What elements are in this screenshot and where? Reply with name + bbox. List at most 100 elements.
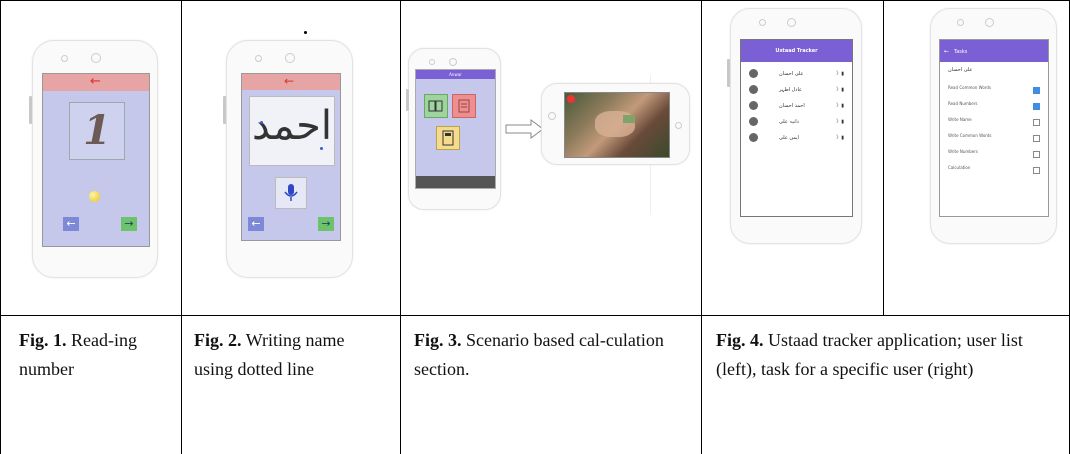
list-item[interactable]: ایمن علی 〉▮ xyxy=(749,133,844,145)
notes-tile[interactable] xyxy=(452,94,476,118)
number-card: 1 xyxy=(69,102,125,160)
user-name: ایمن علی xyxy=(779,135,799,141)
fig3-app-bar: Anwar xyxy=(416,70,495,79)
table-divider-1 xyxy=(181,0,182,454)
fig4-right-app-bar: ← Tasks xyxy=(940,40,1048,62)
row-actions-icon[interactable]: 〉▮ xyxy=(836,71,844,77)
stray-dot xyxy=(304,31,307,34)
arabic-name: احمد xyxy=(252,103,332,149)
phone-camera xyxy=(449,58,457,66)
caption-fig4: Fig. 4. Ustaad tracker application; user… xyxy=(716,326,1058,384)
fig1-screen: ← 1 ← → xyxy=(42,73,150,247)
phone-camera xyxy=(787,18,796,27)
user-name: دانیہ علی xyxy=(779,119,799,125)
task-item[interactable]: Write Name xyxy=(948,117,1040,129)
phone-sensor xyxy=(759,19,766,26)
back-icon[interactable] xyxy=(567,95,575,103)
coin-icon xyxy=(89,191,100,202)
fig3-bottom-bar xyxy=(416,176,495,188)
account-icon xyxy=(749,69,758,78)
fig3-phone-portrait: Anwar xyxy=(406,48,501,210)
user-name: علی احسان xyxy=(779,71,804,77)
back-arrow-icon[interactable]: ← xyxy=(90,74,101,89)
side-button xyxy=(29,96,32,124)
book-tile[interactable] xyxy=(424,94,448,118)
task-label: Read Numbers xyxy=(948,101,978,106)
caption-text: Writing name using dotted line xyxy=(194,330,345,379)
caption-text: Read-ing number xyxy=(19,330,137,379)
caption-fig3: Fig. 3. Scenario based cal-culation sect… xyxy=(414,326,688,384)
back-arrow-icon[interactable]: ← xyxy=(944,48,950,55)
prev-button[interactable]: ← xyxy=(248,217,264,231)
account-icon xyxy=(749,117,758,126)
task-label: Write Common Words xyxy=(948,133,992,138)
calculator-tile[interactable] xyxy=(436,126,460,150)
task-item[interactable]: Read Common Words xyxy=(948,85,1040,97)
side-button xyxy=(727,59,730,87)
table-border-left xyxy=(0,0,1,454)
task-label: Write Name xyxy=(948,117,972,122)
row-actions-icon[interactable]: 〉▮ xyxy=(836,135,844,141)
dot-guide xyxy=(320,147,323,150)
list-item[interactable]: عادل اطہر 〉▮ xyxy=(749,85,844,97)
phone-sensor xyxy=(61,55,68,62)
phone-sensor xyxy=(675,122,682,129)
caption-fig1: Fig. 1. Read-ing number xyxy=(19,326,169,384)
back-arrow-icon[interactable]: ← xyxy=(284,74,295,88)
phone-camera xyxy=(285,53,295,63)
task-label: Calculation xyxy=(948,165,971,170)
caption-label: Fig. 1. xyxy=(19,330,67,350)
caption-fig2: Fig. 2. Writing name using dotted line xyxy=(194,326,386,384)
writing-pad: احمد xyxy=(249,96,335,166)
table-border-top xyxy=(0,0,1070,1)
app-title: Ustaad Tracker xyxy=(775,48,818,54)
task-item[interactable]: Write Common Words xyxy=(948,133,1040,145)
next-button[interactable]: → xyxy=(318,217,334,231)
phone-sensor xyxy=(957,19,964,26)
account-icon xyxy=(749,85,758,94)
tasks-title: Tasks xyxy=(954,49,968,55)
task-item[interactable]: Calculation xyxy=(948,165,1040,177)
fig4-left-app-bar: Ustaad Tracker xyxy=(741,40,852,62)
task-checkbox[interactable] xyxy=(1033,87,1040,94)
number-digit: 1 xyxy=(83,107,111,154)
next-button[interactable]: → xyxy=(121,217,137,231)
fig2-screen: ← احمد ← → xyxy=(241,73,341,241)
task-checkbox[interactable] xyxy=(1033,135,1040,142)
caption-label: Fig. 2. xyxy=(194,330,242,350)
user-name: احمد احسان xyxy=(779,103,805,109)
caption-label: Fig. 4. xyxy=(716,330,764,350)
fig1-phone: ← 1 ← → xyxy=(29,40,158,278)
photo-note xyxy=(623,115,635,123)
fig2-phone: ← احمد ← → xyxy=(223,40,353,278)
side-button xyxy=(406,89,409,111)
caption-text: Ustaad tracker application; user list (l… xyxy=(716,330,1023,379)
prev-button[interactable]: ← xyxy=(63,217,79,231)
mic-button[interactable] xyxy=(275,177,307,209)
fig1-top-bar xyxy=(43,74,149,91)
task-item[interactable]: Write Numbers xyxy=(948,149,1040,161)
list-item[interactable]: احمد احسان 〉▮ xyxy=(749,101,844,113)
user-name: عادل اطہر xyxy=(779,87,803,93)
table-divider-3 xyxy=(701,0,702,454)
task-checkbox[interactable] xyxy=(1033,119,1040,126)
dot-guide xyxy=(260,121,263,124)
row-actions-icon[interactable]: 〉▮ xyxy=(836,87,844,93)
phone-camera xyxy=(548,112,556,120)
list-item[interactable]: دانیہ علی 〉▮ xyxy=(749,117,844,129)
list-item[interactable]: علی احسان 〉▮ xyxy=(749,69,844,81)
fig3-phone-landscape xyxy=(541,83,690,165)
scenario-photo xyxy=(564,92,670,158)
table-divider-2 xyxy=(400,0,401,454)
row-actions-icon[interactable]: 〉▮ xyxy=(836,119,844,125)
calculator-icon xyxy=(442,130,454,146)
account-icon xyxy=(749,101,758,110)
phone-sensor xyxy=(429,59,435,65)
task-checkbox[interactable] xyxy=(1033,103,1040,110)
task-checkbox[interactable] xyxy=(1033,167,1040,174)
task-checkbox[interactable] xyxy=(1033,151,1040,158)
microphone-icon xyxy=(284,184,298,201)
fig4-left-screen: Ustaad Tracker علی احسان 〉▮ عادل اطہر 〉▮… xyxy=(740,39,853,217)
task-item[interactable]: Read Numbers xyxy=(948,101,1040,113)
row-actions-icon[interactable]: 〉▮ xyxy=(836,103,844,109)
